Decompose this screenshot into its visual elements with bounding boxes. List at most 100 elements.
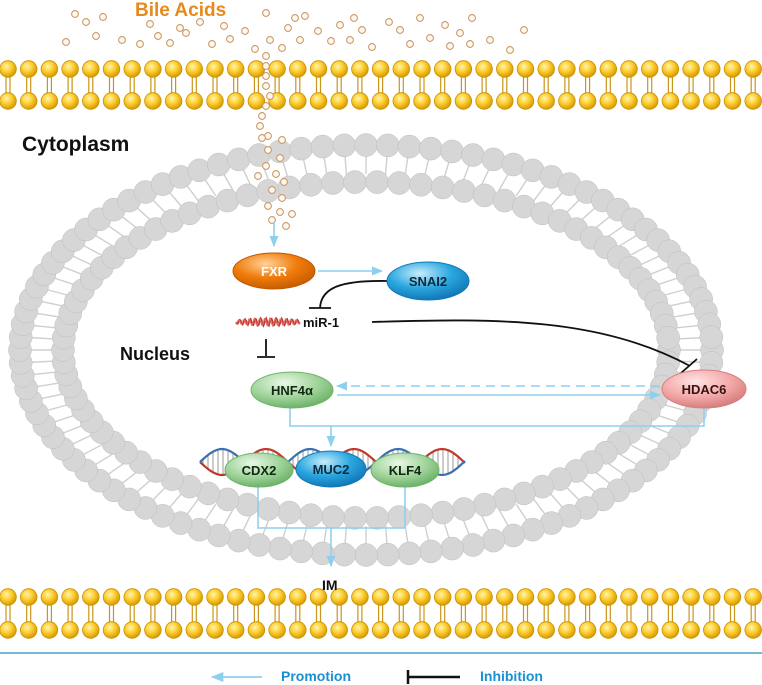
bile-acid-particle bbox=[314, 27, 322, 35]
lipid-head bbox=[599, 92, 618, 110]
lipid-head bbox=[496, 92, 514, 110]
lipid-head bbox=[289, 621, 307, 639]
envelope-lipid-tail bbox=[655, 414, 680, 424]
lipid-head bbox=[268, 60, 286, 78]
lipid-head bbox=[620, 92, 638, 110]
envelope-lipid-tail bbox=[221, 171, 234, 192]
lipid-head bbox=[247, 60, 266, 78]
envelope-lipid-head bbox=[409, 173, 433, 197]
envelope-lipid-head bbox=[206, 152, 231, 177]
bile-acid-particles bbox=[62, 9, 528, 230]
lipid-head bbox=[61, 60, 79, 78]
legend-inhibition-label: Inhibition bbox=[480, 668, 543, 684]
lipid-head bbox=[268, 588, 286, 606]
envelope-lipid-head bbox=[365, 506, 389, 530]
lipid-head bbox=[144, 60, 162, 78]
bile-acid-particle bbox=[251, 45, 259, 53]
envelope-lipid-tail bbox=[45, 403, 70, 412]
bile-acids-label: Bile Acids bbox=[135, 0, 226, 21]
envelope-lipid-tail bbox=[515, 176, 529, 197]
hnf4a-hdac6-bracket bbox=[289, 407, 705, 427]
bile-acid-particle bbox=[506, 46, 514, 54]
lipid-head bbox=[330, 621, 348, 639]
envelope-lipid-head bbox=[375, 542, 400, 567]
envelope-lipid-tail bbox=[672, 312, 698, 318]
bile-acid-particle bbox=[266, 92, 274, 100]
bile-acid-particle bbox=[226, 35, 234, 43]
lipid-head bbox=[123, 588, 141, 606]
envelope-lipid-tail bbox=[45, 288, 70, 297]
lipid-head bbox=[723, 621, 742, 639]
envelope-lipid-head bbox=[375, 133, 400, 158]
envelope-lipid-head bbox=[481, 528, 506, 553]
bile-acid-particle bbox=[327, 37, 335, 45]
fxr-label: FXR bbox=[261, 264, 288, 279]
bile-acid-particle bbox=[256, 122, 264, 130]
lipid-head bbox=[123, 60, 141, 78]
mir1-rna-strand bbox=[235, 316, 301, 328]
envelope-lipid-tail bbox=[70, 434, 93, 446]
envelope-lipid-head bbox=[354, 543, 378, 567]
lipid-head bbox=[351, 621, 369, 639]
lipid-head bbox=[247, 92, 266, 110]
lipid-head bbox=[330, 92, 348, 110]
mir1-inhibits-hdac6-bar bbox=[680, 358, 698, 374]
envelope-lipid-tail bbox=[150, 485, 168, 503]
envelope-lipid-head bbox=[430, 500, 455, 525]
lipid-head bbox=[102, 60, 121, 78]
lipid-head bbox=[475, 60, 493, 78]
fxr-node: FXR bbox=[232, 252, 316, 290]
lipid-head bbox=[20, 92, 38, 110]
bile-acid-particle bbox=[520, 26, 528, 34]
lipid-head bbox=[226, 621, 245, 639]
lipid-head bbox=[206, 621, 224, 639]
nuclear-envelope bbox=[8, 133, 724, 567]
envelope-lipid-head bbox=[430, 175, 455, 200]
bile-acid-particle bbox=[82, 18, 90, 26]
bile-acid-particle bbox=[262, 102, 270, 110]
lipid-head bbox=[164, 92, 183, 110]
bile-acid-particle bbox=[368, 43, 376, 51]
envelope-lipid-head bbox=[397, 541, 422, 566]
lipid-head bbox=[537, 60, 555, 78]
lipid-head bbox=[516, 60, 535, 78]
nucleus-label: Nucleus bbox=[120, 344, 190, 364]
lipid-head bbox=[723, 92, 742, 110]
envelope-lipid-tail bbox=[184, 498, 200, 517]
bile-acid-particle bbox=[262, 62, 270, 70]
lipid-head bbox=[599, 588, 618, 606]
lipid-head bbox=[413, 621, 431, 639]
lipid-head bbox=[392, 92, 411, 110]
lipid-head bbox=[454, 588, 473, 606]
envelope-lipid-head bbox=[235, 492, 260, 517]
lipid-head bbox=[309, 621, 328, 639]
lipid-head bbox=[475, 621, 493, 639]
lipid-head bbox=[371, 588, 390, 606]
lipid-head bbox=[434, 588, 452, 606]
klf4-ellipse bbox=[370, 452, 440, 488]
lipid-head bbox=[185, 588, 204, 606]
envelope-lipid-tail bbox=[29, 336, 55, 340]
envelope-lipid-tail bbox=[34, 382, 60, 388]
bile-acid-particle bbox=[456, 29, 464, 37]
envelope-lipid-head bbox=[256, 497, 280, 521]
bile-acid-particle bbox=[266, 36, 274, 44]
lipid-head bbox=[289, 60, 307, 78]
lipid-head bbox=[164, 60, 183, 78]
bile-acid-particle bbox=[466, 40, 474, 48]
lipid-head bbox=[20, 621, 38, 639]
muc2-label: MUC2 bbox=[313, 462, 350, 477]
lipid-head bbox=[537, 588, 555, 606]
envelope-lipid-head bbox=[310, 134, 335, 159]
envelope-lipid-tail bbox=[39, 393, 64, 400]
envelope-lipid-tail bbox=[92, 452, 114, 467]
lipid-head bbox=[475, 588, 493, 606]
envelope-lipid-tail bbox=[548, 190, 565, 209]
bile-acid-particle bbox=[196, 18, 204, 26]
envelope-lipid-tail bbox=[648, 265, 672, 276]
bile-acid-particle bbox=[254, 172, 262, 180]
lipid-head bbox=[578, 588, 597, 606]
envelope-lipid-tail bbox=[167, 491, 184, 510]
bile-acid-particle bbox=[406, 40, 414, 48]
envelope-lipid-tail bbox=[31, 371, 57, 376]
